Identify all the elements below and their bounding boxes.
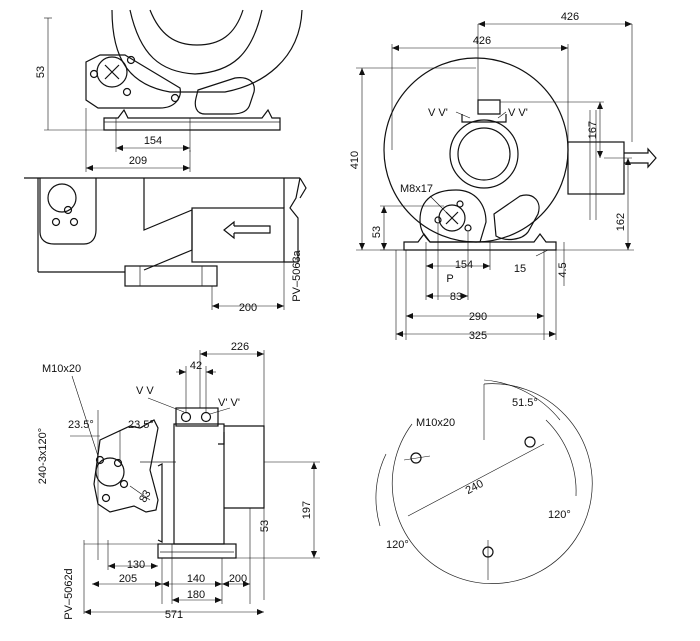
drawing-code-bottom: PV–5062d (63, 568, 75, 619)
dim-42: 42 (190, 360, 202, 372)
dim-154: 154 (144, 135, 162, 147)
dim-325: 325 (469, 330, 487, 342)
dim-240: 240 (464, 478, 486, 497)
dim-571: 571 (165, 609, 183, 621)
dim-209: 209 (129, 155, 147, 167)
dim-53: 53 (35, 66, 47, 78)
label-vv-right-front: V V' (508, 107, 528, 119)
dim-205: 205 (119, 573, 137, 585)
dim-162: 162 (615, 213, 627, 231)
side-view: 226 42 V V V' V' M10x20 240-3x120° 23.5°… (37, 341, 320, 621)
dim-130: 130 (127, 559, 145, 571)
top-left-view: 53 154 209 (35, 9, 303, 172)
flange-view: M10x20 51.5° 240 120° 120° (375, 379, 593, 585)
angle-120-left: 120° (386, 539, 409, 551)
label-m8x17: M8x17 (400, 183, 433, 195)
dim-15: 15 (514, 263, 526, 275)
label-p: P (446, 273, 453, 285)
dim-180: 180 (187, 589, 205, 601)
angle-23-5-b: 23.5° (128, 419, 154, 431)
dim-4-5: 4.5 (557, 262, 569, 277)
dim-83-front: 83 (450, 291, 462, 303)
dim-197: 197 (301, 501, 313, 519)
drawing-code-top: PV–5063a (291, 249, 303, 301)
label-vv-left-side: V V (136, 385, 154, 397)
dim-53-front: 53 (371, 226, 383, 238)
front-view: 426 426 410 167 162 53 154 P 83 290 (349, 11, 657, 342)
label-vv-left-front: V V' (428, 107, 448, 119)
angle-pattern: 240-3x120° (37, 428, 49, 484)
dim-200-side: 200 (229, 573, 247, 585)
dim-154-front: 154 (455, 259, 473, 271)
dim-426-inner: 426 (473, 35, 491, 47)
dim-200: 200 (239, 302, 257, 314)
dim-167: 167 (587, 121, 599, 139)
angle-51-5: 51.5° (512, 397, 538, 409)
label-vv-right-side: V' V' (218, 397, 240, 409)
angle-23-5-a: 23.5° (68, 419, 94, 431)
mid-left-view: 200 PV–5063a (24, 177, 307, 314)
dim-53-side: 53 (259, 520, 271, 532)
dim-140: 140 (187, 573, 205, 585)
dim-410: 410 (349, 151, 361, 169)
label-m10x20-flange: M10x20 (416, 417, 455, 429)
dim-226: 226 (231, 341, 249, 353)
dim-290: 290 (469, 311, 487, 323)
dim-83-side: 83 (137, 488, 154, 505)
dim-426-outer: 426 (561, 11, 579, 23)
angle-120-right: 120° (548, 509, 571, 521)
label-m10x20-side: M10x20 (42, 363, 81, 375)
